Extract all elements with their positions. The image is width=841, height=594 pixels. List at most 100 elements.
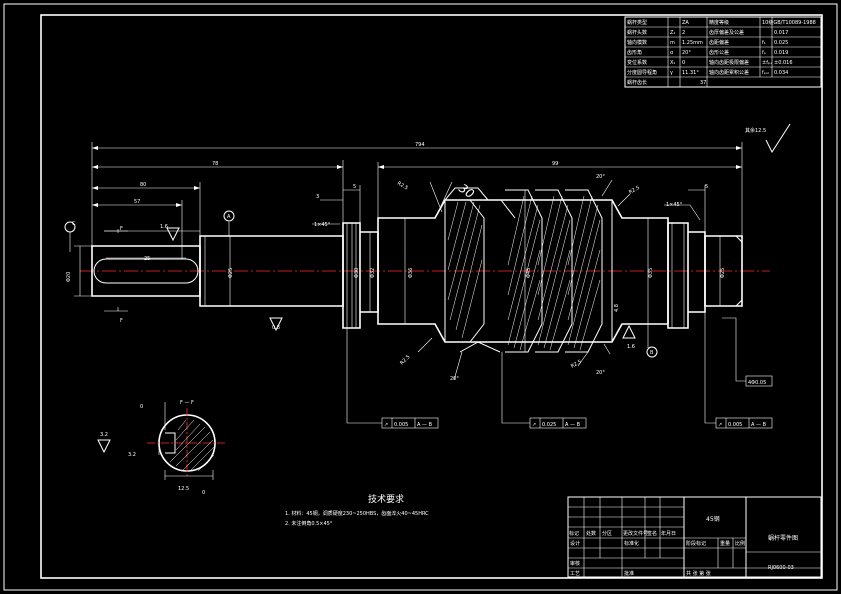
tb-h5: 签名	[647, 530, 657, 537]
sec-top: 0	[140, 404, 143, 410]
radius-30: 30	[456, 181, 477, 201]
pt-k2-3: 齿形公差	[709, 49, 729, 56]
tb-h2: 处数	[586, 530, 596, 537]
sec-w: 12.5	[178, 486, 189, 492]
tol1-sym: ↗	[384, 422, 388, 428]
pt-k1-2: 轴向模数	[627, 39, 647, 46]
tb-sheets: 共 张 第 张	[686, 570, 711, 577]
tol2-val: 0.025	[542, 422, 556, 428]
dia-right: 4.8	[614, 304, 620, 312]
r25-c: R2.5	[399, 354, 411, 366]
tb-design: 设计	[570, 540, 580, 547]
r25-d: R2.5	[570, 359, 583, 370]
rough-other: 其余12.5	[745, 127, 766, 134]
tb-h3: 分区	[602, 530, 612, 537]
title-block: 标记 处数 分区 更改文件号 签名 年月日 设计 标准化 审核 工艺 批准 阶段…	[567, 496, 822, 578]
pt-v1-4: 0	[682, 60, 685, 66]
worm-teeth	[444, 187, 603, 353]
dia-a: Φ20	[66, 272, 72, 282]
rough-b: 0.8	[272, 325, 280, 331]
dim-left: 78	[212, 161, 218, 167]
tech-line-1: 1. 材料：45钢，调质硬度230~250HBS，齿面淬火40~45HRC	[285, 510, 429, 517]
outer-frame	[3, 3, 838, 591]
tb-material: 45钢	[706, 515, 720, 523]
tol3-sym: ↗	[718, 422, 722, 428]
pt-k2-4: 轴向齿距极限偏差	[709, 59, 749, 66]
pt-v2-1: 0.017	[774, 30, 788, 36]
section-head: F — F	[180, 400, 194, 406]
pt-k1-6: 蜗杆齿长	[627, 79, 647, 86]
tech-title: 技术要求	[368, 493, 404, 505]
sec-w2: 0	[202, 490, 205, 496]
key-len: 25	[144, 256, 150, 262]
tol1-ref: A — B	[417, 422, 433, 428]
dia-g: Φ35	[648, 268, 654, 278]
pt-v1-2: 1.25mm	[682, 40, 703, 46]
sec-rough: 3.2	[100, 432, 108, 438]
dim-5a: 5	[353, 184, 356, 190]
tb-std: 标准化	[624, 540, 639, 547]
datum-b: B	[650, 350, 654, 356]
chamfer-right-tol: 4Φ0.05	[748, 380, 766, 386]
sec-dim: 3.2	[128, 452, 136, 458]
drawing-text: 794 78 80 57 99 5 5 3 1×45° 1×45° 其余12.5…	[66, 127, 767, 496]
dim-99: 99	[552, 161, 558, 167]
r25-a: R2.5	[396, 181, 409, 192]
pt-v2-4: ±0.016	[774, 60, 793, 66]
dia-c: Φ30	[354, 268, 360, 278]
ang-c: 20°	[596, 370, 605, 376]
chamfer-right: 1×45°	[666, 202, 683, 208]
tb-weight: 重量	[720, 540, 730, 547]
pt-s1-3: α	[670, 50, 674, 56]
tb-h1: 标记	[569, 530, 579, 537]
pt-s2-3: fₚ	[762, 50, 766, 56]
dim-3: 3	[316, 194, 319, 200]
pt-v2-3: 0.019	[774, 50, 788, 56]
pt-k1-4: 变位系数	[627, 59, 647, 66]
pt-v1-5: 11.31°	[682, 70, 699, 76]
inner-frame	[40, 14, 823, 579]
dia-h: Φ25	[720, 268, 726, 278]
tb-stage: 阶段标记	[686, 540, 706, 547]
pt-s2-4: ±fₚₓ	[762, 60, 772, 66]
pt-v1-0: ZA	[682, 20, 689, 26]
pt-v1-6: 37	[700, 80, 706, 86]
ang-b: 20°	[450, 376, 459, 382]
dia-f: Φ45	[526, 268, 532, 278]
param-table: 蜗杆类型 ZA 精度等级 10级GB/T10089-1988 蜗杆头数 Z₁ 2…	[624, 16, 822, 88]
tol3-ref: A — B	[751, 422, 767, 428]
roughness-symbols	[97, 123, 791, 454]
pt-k2-0: 精度等级	[709, 19, 729, 26]
pt-k1-1: 蜗杆头数	[627, 29, 647, 36]
tech-requirements: 技术要求 1. 材料：45钢，调质硬度230~250HBS，齿面淬火40~45H…	[285, 493, 429, 527]
pt-k1-0: 蜗杆类型	[627, 19, 647, 26]
rough-c: 1.6	[627, 344, 635, 350]
pt-k2-2: 齿距偏差	[709, 39, 729, 46]
datum-markers	[64, 210, 658, 358]
tb-ratio: 比例	[735, 540, 745, 547]
ang-a: 20°	[596, 174, 605, 180]
datum-c: C	[72, 221, 76, 227]
dimension-lines	[69, 142, 746, 424]
tb-drawing-no: RJ0600-03	[768, 565, 794, 571]
dia-b: Φ25	[228, 268, 234, 278]
dim-80: 80	[140, 182, 146, 188]
tech-line-2: 2. 未注倒角0.5×45°	[285, 520, 333, 527]
pt-v2-5: 0.034	[774, 70, 788, 76]
section-view	[147, 402, 226, 480]
pt-s1-5: γ	[670, 70, 673, 76]
tb-part-name: 蜗杆零件图	[768, 534, 798, 542]
datum-a: A	[227, 214, 231, 220]
pt-v2-2: 0.025	[774, 40, 788, 46]
dimension-arrows	[92, 146, 742, 207]
pt-k2-5: 轴向齿距累积公差	[709, 69, 749, 76]
pt-k1-5: 分度圆导程角	[627, 69, 657, 76]
pt-k2-1: 齿厚偏差及公差	[709, 29, 744, 36]
dim-5b: 5	[705, 184, 708, 190]
dim-total: 794	[415, 142, 425, 148]
rough-a: 1.6	[160, 224, 168, 230]
r25-b: R2.5	[628, 185, 641, 196]
tb-craft: 工艺	[570, 571, 580, 577]
tol3-val: 0.005	[728, 422, 742, 428]
